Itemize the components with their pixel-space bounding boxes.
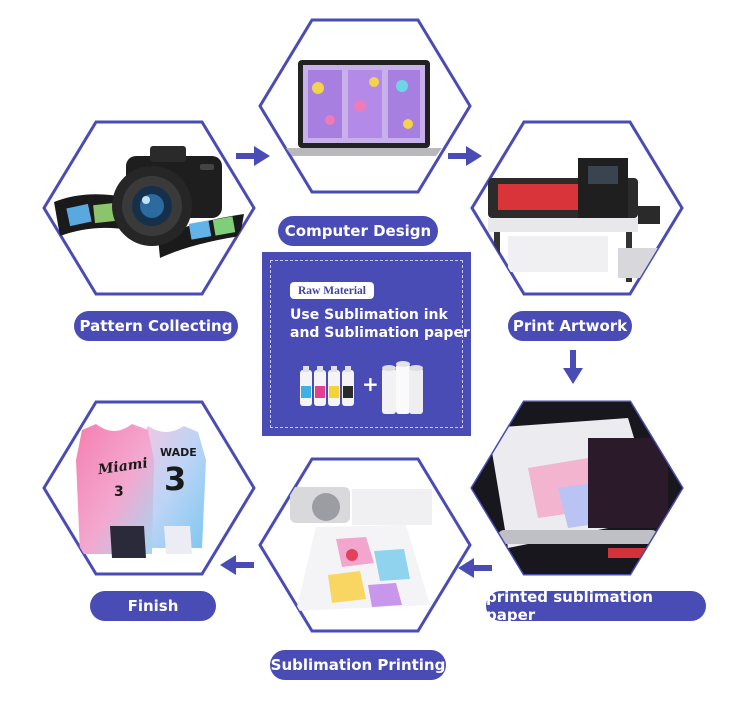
arrow-right-2	[448, 146, 482, 166]
hex-print-artwork	[470, 120, 684, 296]
hex-printed-paper	[470, 400, 684, 576]
arrow-left-2	[220, 555, 254, 575]
label-pattern-collecting: Pattern Collecting	[74, 311, 238, 341]
plus-sign: +	[362, 372, 379, 396]
jersey-number-back: 3	[164, 460, 186, 498]
label-sublimation-printing: Sublimation Printing	[270, 650, 446, 680]
label-finish: Finish	[90, 591, 216, 621]
printer-icon	[488, 158, 660, 282]
jersey-team-text: Miami	[96, 455, 149, 478]
jersey-icon	[76, 424, 206, 558]
jersey-number-front: 3	[114, 484, 124, 500]
paper-roll-icon	[472, 402, 682, 574]
hex-pattern-collecting	[42, 120, 256, 296]
arrow-right-1	[236, 146, 270, 166]
raw-material-panel: Raw Material Use Sublimation ink and Sub…	[262, 252, 471, 436]
jersey-name-text: WADE	[160, 446, 197, 459]
ink-bottles-icon	[300, 366, 354, 406]
paper-rolls-icon	[382, 361, 423, 414]
label-print-artwork: Print Artwork	[508, 311, 632, 341]
label-printed-paper: printed sublimation paper	[486, 588, 706, 624]
raw-material-description: Use Sublimation ink and Sublimation pape…	[290, 306, 470, 342]
panel-dashed-border	[270, 260, 463, 428]
description-line-1: Use Sublimation ink	[290, 307, 448, 323]
laptop-icon	[286, 60, 442, 156]
raw-material-tag: Raw Material	[290, 282, 374, 299]
camera-icon	[112, 146, 222, 246]
arrow-left-1	[458, 558, 492, 578]
heat-press-icon	[290, 487, 432, 611]
hex-computer-design	[258, 18, 472, 194]
description-line-2: and Sublimation paper	[290, 325, 470, 341]
label-computer-design: Computer Design	[278, 216, 438, 246]
hex-sublimation-printing	[258, 457, 472, 633]
arrow-down	[563, 350, 583, 384]
hex-finish: Miami 3 WADE 3	[42, 400, 256, 576]
